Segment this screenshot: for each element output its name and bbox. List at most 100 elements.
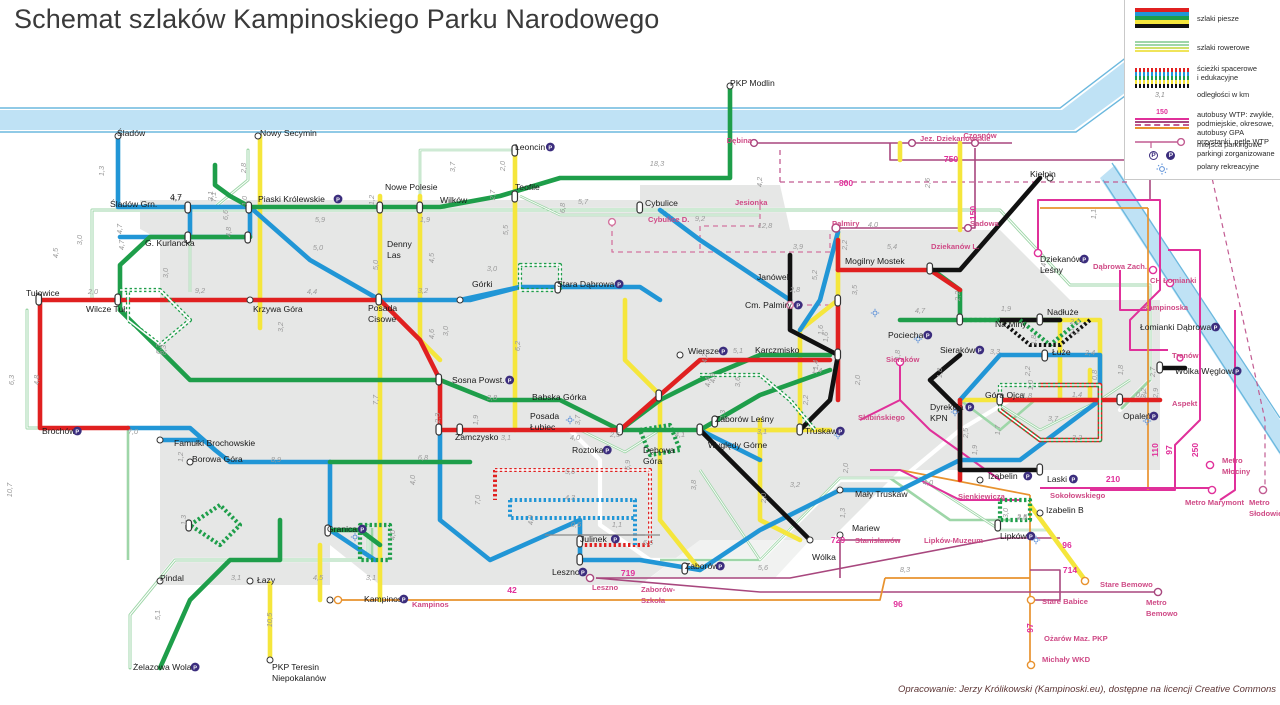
station-label[interactable]: 96 bbox=[893, 599, 903, 609]
station-label[interactable]: Mariew bbox=[852, 523, 880, 533]
station-label[interactable]: Michały WKD bbox=[1042, 655, 1091, 664]
station-label[interactable]: Sieraków bbox=[886, 355, 919, 364]
station-label[interactable]: Skibińskiego bbox=[858, 413, 905, 422]
station-label[interactable]: Stanisławów bbox=[855, 536, 901, 545]
station-label[interactable]: Czosnów bbox=[963, 131, 996, 140]
station-label[interactable]: Wólka bbox=[812, 552, 836, 562]
station-label[interactable]: Izabelin B bbox=[1046, 505, 1084, 515]
station-label[interactable]: PKP Modlin bbox=[730, 78, 775, 88]
station-label[interactable]: Na Miny bbox=[995, 319, 1027, 329]
station-label[interactable]: Ożarów Maz. PKP bbox=[1044, 634, 1108, 643]
station-label[interactable]: Janówek bbox=[757, 272, 792, 282]
station-label[interactable]: Mogilny Mostek bbox=[845, 256, 905, 266]
station-label[interactable]: Kampinos bbox=[412, 600, 449, 609]
station-label[interactable]: Zamczysko bbox=[455, 432, 499, 442]
station-label[interactable]: Kampinoska bbox=[1143, 303, 1189, 312]
station-label[interactable]: 714 bbox=[1063, 565, 1078, 575]
station-label[interactable]: G. Kurlancka bbox=[145, 238, 195, 248]
station-label[interactable]: Kiełpin bbox=[1030, 169, 1056, 179]
station-label[interactable]: Famułki Brochowskie bbox=[174, 438, 255, 448]
station-label[interactable]: Górki bbox=[472, 279, 493, 289]
station-label[interactable]: Tułowice bbox=[26, 288, 60, 298]
station-label[interactable]: Palmiry bbox=[832, 219, 860, 228]
station-label[interactable]: 750 bbox=[944, 154, 959, 164]
station-label[interactable]: Karczmisko bbox=[755, 345, 800, 355]
station-label[interactable]: Jez. Dziekanowskie bbox=[920, 134, 991, 143]
station-label[interactable]: 719 bbox=[621, 568, 636, 578]
station-label[interactable]: MetroSłodowiec bbox=[1249, 498, 1280, 518]
station-label[interactable]: Dębina bbox=[727, 136, 753, 145]
station-label[interactable]: Pindal bbox=[160, 573, 184, 583]
station-label[interactable]: Śladów bbox=[117, 127, 146, 138]
station-label[interactable]: Cybulice D. bbox=[648, 215, 689, 224]
station-label[interactable]: Mały Truskaw bbox=[855, 489, 908, 499]
station-label[interactable]: Góra Ojca bbox=[985, 390, 1024, 400]
station-label[interactable]: Wyględy Górne bbox=[708, 440, 767, 450]
station-label[interactable]: Cybulice bbox=[645, 198, 678, 208]
station-label[interactable]: Śladów Grn. bbox=[110, 198, 157, 209]
station-label[interactable]: 42 bbox=[507, 585, 517, 595]
station-label[interactable]: Nowy Secymin bbox=[260, 128, 317, 138]
station-label[interactable]: Wilków bbox=[440, 195, 468, 205]
station-label[interactable]: Zaborów-Szkoła bbox=[641, 585, 676, 605]
station-label[interactable]: Krzywa Góra bbox=[253, 304, 303, 314]
station-label[interactable]: Aspekt bbox=[1172, 399, 1198, 408]
station-label[interactable]: CH Łomianki bbox=[1150, 276, 1196, 285]
station-label[interactable]: Nadłuże bbox=[1047, 307, 1079, 317]
station-label[interactable]: Sosna Powst.P bbox=[452, 375, 515, 385]
station-label[interactable]: Leszno bbox=[592, 583, 619, 592]
station-label[interactable]: Łuże bbox=[1052, 347, 1071, 357]
station-label[interactable]: Łazy bbox=[257, 575, 276, 585]
station-label[interactable]: Borowa Góra bbox=[192, 454, 243, 464]
station-label[interactable]: Sadowa bbox=[970, 219, 999, 228]
station-label[interactable]: Teofile bbox=[515, 182, 540, 192]
station-label[interactable]: Sokołowskiego bbox=[1050, 491, 1106, 500]
station-label[interactable]: Dąbrowa Zach. bbox=[1093, 262, 1147, 271]
station-label[interactable]: Zaborów Leśny bbox=[715, 414, 774, 424]
station-label[interactable]: Lipków-Muzeum bbox=[924, 536, 983, 545]
station-label[interactable]: 729 bbox=[831, 535, 846, 545]
station-label[interactable]: Stare Bemowo bbox=[1100, 580, 1153, 589]
station-label[interactable]: Babska Górka bbox=[532, 392, 587, 402]
station-label[interactable]: Metro Marymont bbox=[1185, 498, 1245, 507]
station-label[interactable]: Stare Babice bbox=[1042, 597, 1088, 606]
station-label[interactable]: Sienkiewicza bbox=[958, 492, 1006, 501]
station-label[interactable]: Wilcze Tuł. bbox=[86, 304, 128, 314]
station-label[interactable]: Nowe Polesie bbox=[385, 182, 438, 192]
station-label[interactable]: 210 bbox=[1106, 474, 1121, 484]
station-label[interactable]: Dziekanów L. bbox=[931, 242, 979, 251]
station-label[interactable]: Trenów bbox=[1172, 351, 1199, 360]
station-label[interactable]: Jesionka bbox=[735, 198, 768, 207]
